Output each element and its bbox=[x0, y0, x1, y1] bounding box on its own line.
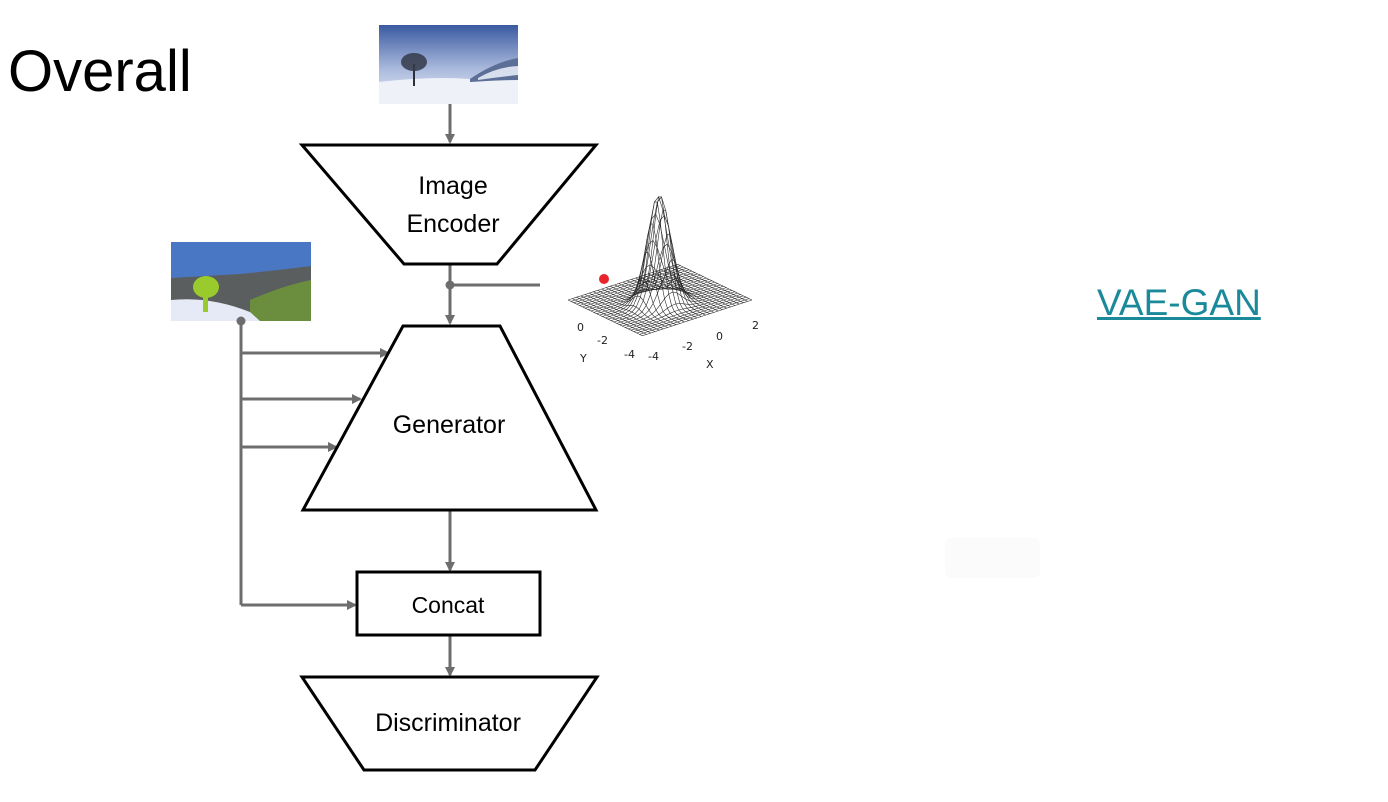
surface-mesh-line bbox=[636, 296, 747, 334]
latent-junction-dot bbox=[445, 280, 455, 290]
discriminator-label: Discriminator bbox=[375, 709, 521, 737]
x-tick-0: 0 bbox=[716, 330, 723, 343]
concat-label: Concat bbox=[412, 592, 485, 618]
surface-mesh-line bbox=[625, 291, 735, 328]
surface-mesh-line bbox=[619, 271, 730, 325]
surface-mesh-line bbox=[630, 294, 741, 331]
y-tick-0: 0 bbox=[577, 321, 584, 334]
surface-mesh-line bbox=[568, 264, 678, 301]
surface-mesh-line bbox=[628, 292, 738, 330]
discriminator-node: Discriminator bbox=[299, 675, 600, 772]
input-photo-thumbnail bbox=[379, 25, 518, 104]
y-axis-label: Y bbox=[579, 352, 587, 365]
x-axis-label: X bbox=[706, 358, 714, 371]
image-encoder-node: Image Encoder bbox=[298, 143, 600, 266]
surface-mesh-line bbox=[602, 240, 712, 317]
gaussian-axes-labels: 0 -2 -4 Y -4 -2 0 2 X bbox=[577, 319, 759, 371]
concat-node: Concat bbox=[355, 570, 542, 637]
faint-artifact bbox=[945, 538, 1040, 578]
surface-mesh-line bbox=[622, 290, 732, 327]
surface-mesh-line bbox=[605, 213, 715, 319]
surface-mesh-line bbox=[576, 268, 687, 305]
slide-title: Overall bbox=[8, 39, 192, 104]
segmap-junction-dot bbox=[236, 316, 246, 326]
generator-node: Generator bbox=[300, 324, 599, 512]
latent-sample-marker bbox=[599, 274, 609, 284]
connectors bbox=[239, 104, 540, 677]
encoder-label-line1: Image bbox=[418, 172, 487, 200]
surface-mesh-line bbox=[588, 273, 698, 310]
y-tick-neg4: -4 bbox=[624, 348, 635, 361]
x-tick-neg2: -2 bbox=[682, 340, 693, 353]
gaussian-surface-plot bbox=[567, 196, 753, 336]
x-tick-2: 2 bbox=[752, 319, 759, 332]
surface-mesh-line bbox=[596, 277, 707, 314]
encoder-label-line2: Encoder bbox=[406, 210, 499, 238]
surface-mesh-line bbox=[613, 214, 724, 323]
x-tick-neg4: -4 bbox=[648, 350, 659, 363]
surface-mesh-line bbox=[642, 299, 752, 336]
surface-mesh-line bbox=[633, 295, 744, 332]
surface-mesh-line bbox=[616, 243, 727, 324]
surface-mesh-line bbox=[639, 298, 750, 335]
y-tick-neg2: -2 bbox=[597, 334, 608, 347]
segmentation-map-thumbnail bbox=[171, 242, 311, 321]
surface-mesh-line bbox=[610, 196, 721, 321]
surface-mesh-line bbox=[579, 269, 690, 306]
vae-gan-link[interactable]: VAE-GAN bbox=[1097, 282, 1261, 323]
surface-mesh-line bbox=[570, 265, 681, 302]
generator-label: Generator bbox=[393, 411, 506, 439]
surface-mesh-line bbox=[608, 196, 718, 320]
surface-mesh-line bbox=[585, 272, 695, 309]
surface-mesh-line bbox=[593, 276, 704, 313]
surface-mesh-line bbox=[599, 264, 710, 316]
